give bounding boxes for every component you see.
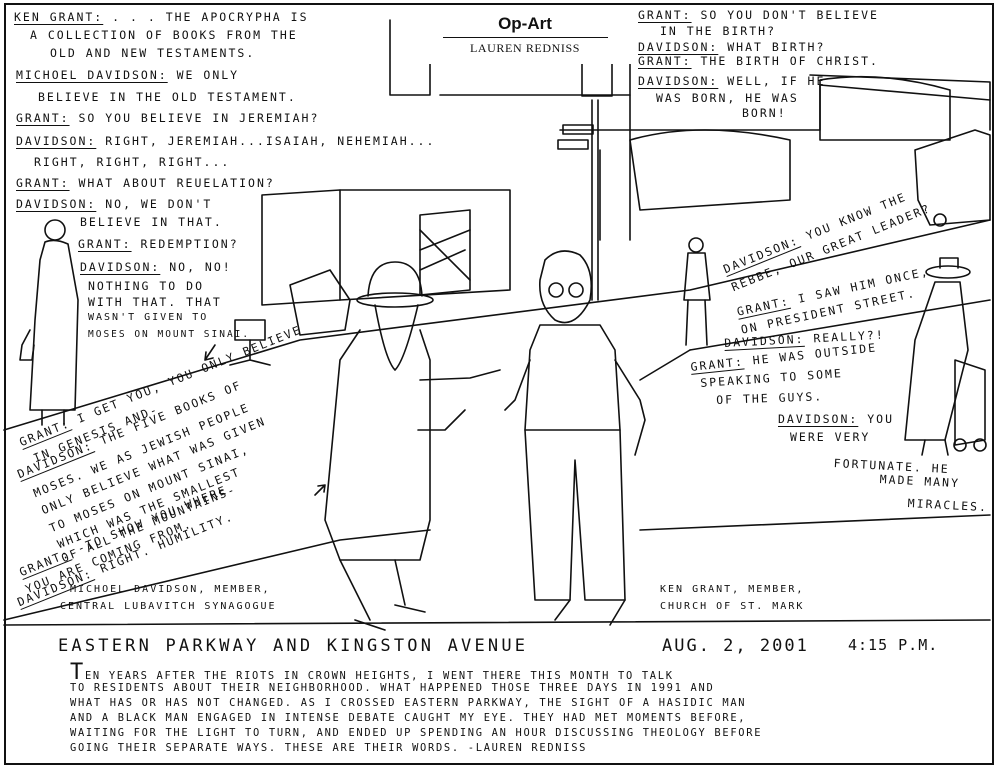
dialogue-line: GRANT: THE BIRTH OF CHRIST.: [638, 54, 879, 68]
intro-line-3: WHAT HAS OR HAS NOT CHANGED. AS I CROSSE…: [70, 697, 747, 709]
dialogue-line: GRANT: WHAT ABOUT REUELATION?: [16, 176, 275, 190]
panel-border: [4, 3, 994, 765]
dialogue-line: DAVIDSON: WHAT BIRTH?: [638, 40, 826, 54]
dialogue-line: BELIEVE IN THAT.: [80, 215, 223, 229]
spoken-text: OLD AND NEW TESTAMENTS.: [50, 46, 256, 60]
dialogue-line: DAVIDSON: YOU: [778, 412, 895, 426]
spoken-text: NOTHING TO DO: [88, 279, 205, 293]
bus-shelter-drawing: [261, 189, 511, 306]
speaker-name: GRANT:: [638, 54, 692, 68]
speaker-name: DAVIDSON:: [16, 197, 97, 211]
dialogue-line: DAVIDSON: NO, NO!: [80, 260, 232, 274]
davidson-caption-line-1: MICHOEL DAVIDSON, MEMBER,: [70, 584, 271, 595]
dialogue-line: RIGHT, RIGHT, RIGHT...: [34, 155, 231, 169]
spoken-text: NO, WE DON'T: [96, 197, 213, 211]
pointer-arrows-drawing: [204, 344, 326, 496]
intro-line-2: TO RESIDENTS ABOUT THEIR NEIGHBORHOOD. W…: [70, 682, 715, 694]
dialogue-line: WITH THAT. THAT: [88, 295, 222, 309]
distant-man-figure: [683, 237, 711, 346]
dialogue-line: BELIEVE IN THE OLD TESTAMENT.: [38, 90, 297, 104]
masthead-rule: [442, 37, 608, 38]
speaker-name: GRANT:: [16, 176, 70, 190]
street-sign-pole-drawing: [557, 61, 613, 301]
spoken-text: REDEMPTION?: [131, 237, 239, 251]
dialogue-line: A COLLECTION OF BOOKS FROM THE: [30, 28, 298, 42]
dialogue-line: DAVIDSON: NO, WE DON'T: [16, 197, 213, 211]
grant-caption-line-2: CHURCH OF ST. MARK: [660, 601, 805, 612]
spoken-text: BORN!: [742, 106, 787, 120]
spoken-text: WELL, IF HE: [718, 74, 826, 88]
dialogue-line: WASN'T GIVEN TO: [88, 313, 208, 323]
intro-line-4: AND A BLACK MAN ENGAGED IN INTENSE DEBAT…: [70, 712, 747, 724]
dialogue-line: IN THE BIRTH?: [660, 24, 777, 38]
intro-line-5: WAITING FOR THE LIGHT TO TURN, AND ENDED…: [70, 727, 763, 739]
dialogue-line: BORN!: [742, 106, 787, 120]
spoken-text: THE BIRTH OF CHRIST.: [691, 54, 879, 68]
masthead: Op-Art LAUREN REDNISS: [418, 8, 632, 64]
sidewalk-lines-drawing: [3, 219, 991, 626]
speaker-name: DAVIDSON:: [638, 40, 719, 54]
intro-line-6: GOING THEIR SEPARATE WAYS. THESE ARE THE…: [70, 742, 588, 754]
speaker-name: DAVIDSON:: [638, 74, 719, 88]
speaker-name: KEN GRANT:: [14, 10, 104, 24]
dialogue-line: KEN GRANT: . . . THE APOCRYPHA IS: [14, 10, 309, 24]
dialogue-line: MICHOEL DAVIDSON: WE ONLY: [16, 68, 240, 82]
footer-date: AUG. 2, 2001: [662, 636, 809, 656]
spoken-text: BELIEVE IN THAT.: [80, 215, 223, 229]
spoken-text: WHAT ABOUT REUELATION?: [69, 176, 275, 190]
spoken-text: A COLLECTION OF BOOKS FROM THE: [30, 28, 298, 42]
dialogue-line: GRANT: SO YOU BELIEVE IN JEREMIAH?: [16, 111, 320, 125]
dialogue-line: WAS BORN, HE WAS: [656, 91, 799, 105]
street-furniture-drawing: [229, 269, 351, 366]
spoken-text: WITH THAT. THAT: [88, 295, 222, 309]
davidson-figure-drawing: [324, 261, 501, 631]
spoken-text: MOSES ON MOUNT SINAI.: [88, 329, 251, 340]
spoken-text: YOU: [858, 412, 895, 426]
drop-cap: T: [70, 660, 85, 685]
woman-walking-figure: [19, 219, 79, 426]
footer-time: 4:15 P.M.: [848, 636, 939, 654]
grant-caption-line-1: KEN GRANT, MEMBER,: [660, 584, 805, 595]
speaker-name: MICHOEL DAVIDSON:: [16, 68, 168, 82]
davidson-caption-line-2: CENTRAL LUBAVITCH SYNAGOGUE: [60, 601, 277, 612]
grant-figure-drawing: [504, 250, 646, 626]
spoken-text: WHAT BIRTH?: [718, 40, 826, 54]
spoken-text: RIGHT, RIGHT, RIGHT...: [34, 155, 231, 169]
spoken-text: WERE VERY: [790, 430, 871, 444]
spoken-text: BELIEVE IN THE OLD TESTAMENT.: [38, 90, 297, 104]
spoken-text: SO YOU DON'T BELIEVE: [691, 8, 879, 22]
dialogue-line: WERE VERY: [790, 430, 871, 444]
spoken-text: WAS BORN, HE WAS: [656, 91, 799, 105]
dialogue-line: NOTHING TO DO: [88, 279, 205, 293]
spoken-text: NO, NO!: [160, 260, 232, 274]
masthead-author: LAUREN REDNISS: [469, 41, 581, 55]
dialogue-line: GRANT: SO YOU DON'T BELIEVE: [638, 8, 879, 22]
dialogue-line: MOSES ON MOUNT SINAI.: [88, 330, 250, 340]
dialogue-line: DAVIDSON: RIGHT, JEREMIAH...ISAIAH, NEHE…: [16, 134, 436, 148]
spoken-text: IN THE BIRTH?: [660, 24, 777, 38]
spoken-text: WASN'T GIVEN TO: [88, 312, 209, 323]
speaker-name: GRANT:: [16, 111, 70, 125]
man-with-cart-figure: [904, 257, 987, 456]
speaker-name: DAVIDSON:: [80, 260, 161, 274]
dialogue-line: DAVIDSON: WELL, IF HE: [638, 74, 826, 88]
speaker-name: GRANT:: [78, 237, 132, 251]
dialogue-line: GRANT: REDEMPTION?: [78, 237, 239, 251]
spoken-text: . . . THE APOCRYPHA IS: [103, 10, 309, 24]
spoken-text: SO YOU BELIEVE IN JEREMIAH?: [69, 111, 320, 125]
spoken-text: RIGHT, JEREMIAH...ISAIAH, NEHEMIAH...: [96, 134, 436, 148]
footer-location: EASTERN PARKWAY AND KINGSTON AVENUE: [58, 636, 529, 656]
intro-text: EN YEARS AFTER THE RIOTS IN CROWN HEIGHT…: [84, 670, 674, 682]
spoken-text: WE ONLY: [167, 68, 240, 82]
intro-line-1: TEN YEARS AFTER THE RIOTS IN CROWN HEIGH…: [70, 662, 674, 684]
dialogue-line: OLD AND NEW TESTAMENTS.: [50, 46, 256, 60]
speaker-name: GRANT:: [638, 8, 692, 22]
speaker-name: DAVIDSON:: [778, 412, 859, 426]
speaker-name: DAVIDSON:: [16, 134, 97, 148]
section-title: Op-Art: [498, 14, 552, 33]
